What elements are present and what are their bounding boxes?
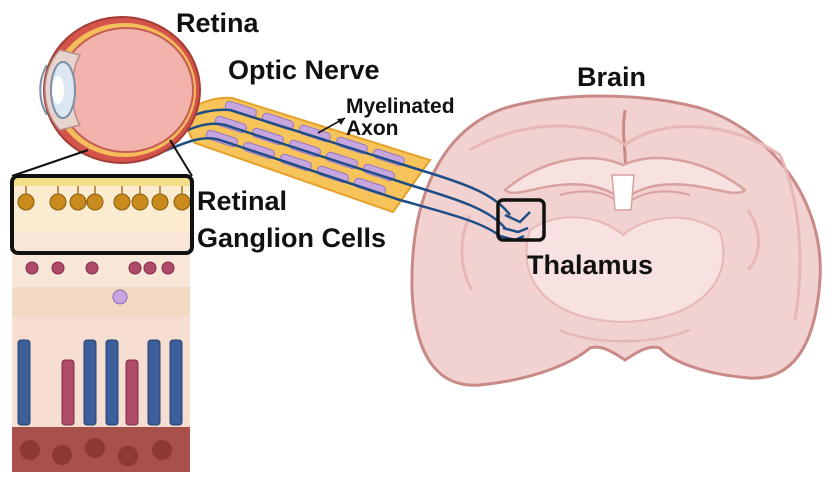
brain-section <box>412 96 820 385</box>
label-thalamus: Thalamus <box>527 252 653 279</box>
label-retinal: Retinal <box>197 188 287 215</box>
eye-illustration <box>40 17 200 163</box>
label-ganglion-cells: Ganglion Cells <box>197 225 386 252</box>
label-brain: Brain <box>577 64 646 91</box>
retinal-layers-panel <box>12 176 190 472</box>
label-optic-nerve: Optic Nerve <box>228 57 380 84</box>
label-myelinated: Myelinated <box>346 96 455 117</box>
label-axon: Axon <box>346 118 399 139</box>
label-retina: Retina <box>176 10 259 37</box>
